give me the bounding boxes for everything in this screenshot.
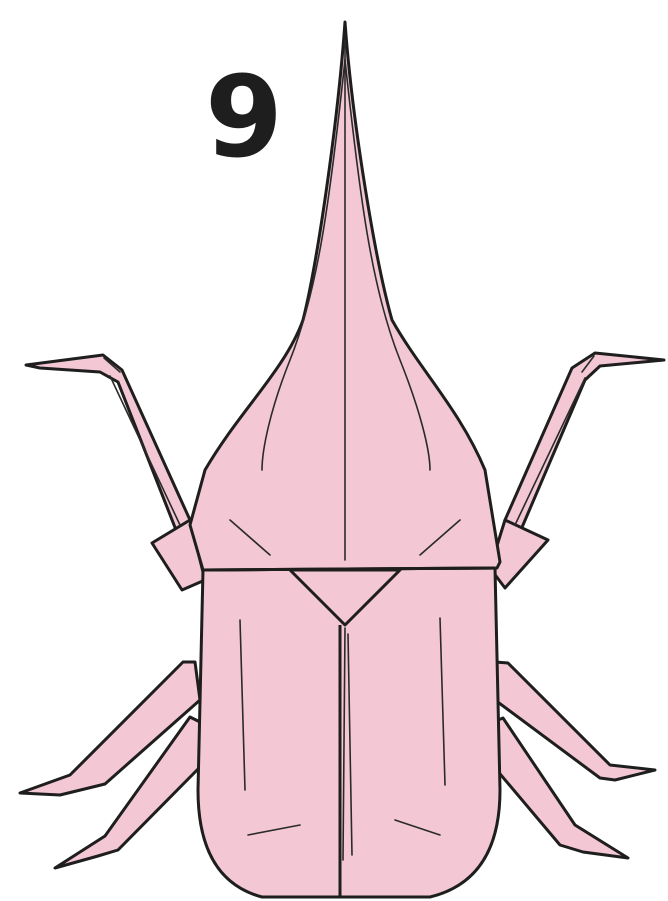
right-upper-leg xyxy=(500,353,664,545)
left-upper-leg xyxy=(26,355,193,543)
